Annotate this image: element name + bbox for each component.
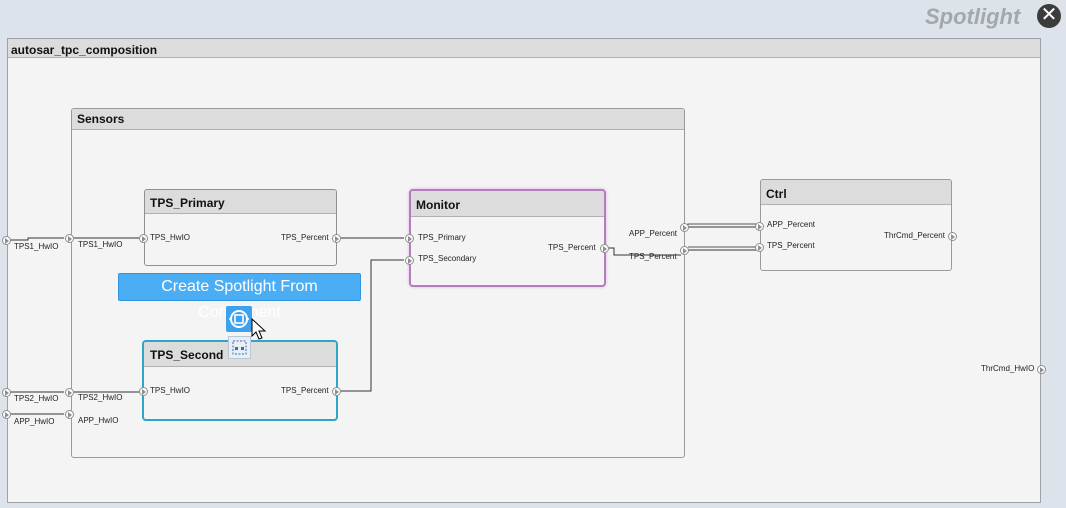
open-subsystem-icon[interactable] [228,336,251,359]
tps-primary-block[interactable]: TPS_Primary [144,189,337,266]
ctrl-in-label-1: APP_Percent [767,220,816,229]
ctrl-in-port-2[interactable] [755,243,764,252]
tps-primary-in-label: TPS_HwIO [150,233,191,242]
monitor-in-label-1: TPS_Primary [418,233,466,242]
canvas-title: autosar_tpc_composition [8,39,1040,58]
sensors-port-label: APP_HwIO [78,416,119,425]
root-port-label: TPS1_HwIO [14,242,59,251]
create-spotlight-tooltip: Create Spotlight From Component [118,273,361,321]
monitor-in-label-2: TPS_Secondary [418,254,477,263]
root-port-label: TPS2_HwIO [14,394,59,403]
root-port-label: APP_HwIO [14,417,55,426]
root-port-thrcmd[interactable] [1037,365,1046,374]
tps-secondary-out-label: TPS_Percent [281,386,329,395]
sensors-port-label: TPS1_HwIO [78,240,123,249]
ctrl-out-label: ThrCmd_Percent [884,231,945,240]
sensors-port-label: TPS_Percent [629,252,677,261]
ctrl-in-label-2: TPS_Percent [767,241,815,250]
monitor-in-port-1[interactable] [405,234,414,243]
tps-secondary-in-label: TPS_HwIO [150,386,191,395]
mouse-cursor-icon [251,318,267,340]
root-port-label: ThrCmd_HwIO [981,364,1035,373]
sensors-port-label: APP_Percent [629,229,678,238]
tps-primary-out-port[interactable] [332,234,341,243]
close-spotlight-icon[interactable]: ✕ [1037,4,1061,28]
tps-primary-in-port[interactable] [139,234,148,243]
tps-secondary-in-port[interactable] [139,387,148,396]
sensors-port-app-out[interactable] [680,223,689,232]
ctrl-in-port-1[interactable] [755,222,764,231]
sensors-port-tps1[interactable] [65,234,74,243]
sensors-port-tps-out[interactable] [680,246,689,255]
monitor-in-port-2[interactable] [405,256,414,265]
sensors-port-app[interactable] [65,410,74,419]
root-port-app[interactable] [2,410,11,419]
monitor-title: Monitor [411,191,604,217]
ctrl-out-port[interactable] [948,232,957,241]
monitor-block[interactable]: Monitor [409,189,606,287]
tps-primary-title: TPS_Primary [145,190,336,214]
create-spotlight-icon[interactable] [226,306,252,332]
tps-primary-out-label: TPS_Percent [281,233,329,242]
root-port-tps1[interactable] [2,236,11,245]
monitor-out-label: TPS_Percent [548,243,596,252]
tps-secondary-out-port[interactable] [332,387,341,396]
monitor-out-port[interactable] [600,244,609,253]
sensors-port-label: TPS2_HwIO [78,393,123,402]
ctrl-title: Ctrl [761,180,951,205]
root-port-tps2[interactable] [2,388,11,397]
sensors-port-tps2[interactable] [65,388,74,397]
spotlight-title: Spotlight [925,4,1021,29]
sensors-title: Sensors [72,109,684,130]
